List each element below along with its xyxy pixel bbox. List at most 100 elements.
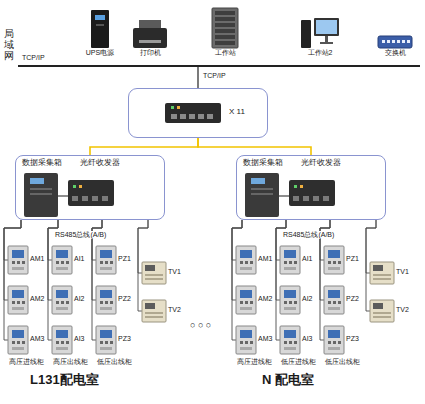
meter-node: AM3 [236,326,273,354]
icon-part [324,326,344,354]
meter-cabinet-icon [280,326,300,354]
icon-part [171,114,177,119]
icon-part [91,10,109,48]
node-label: AM1 [30,255,44,263]
icon-part [61,301,64,304]
icon-part [105,301,108,304]
node-label: PZ1 [346,255,359,263]
icon-part [284,347,296,350]
icon-part [301,20,311,48]
icon-part [52,286,72,314]
icon-part [338,301,341,304]
server-icon [212,8,238,48]
node-label: 数据采集箱 [243,158,283,168]
meter-node: AI3 [52,326,86,354]
icon-part [100,307,112,310]
node-label: 工作站 [215,49,236,57]
printer-icon [133,20,167,48]
icon-part [328,301,331,304]
meter-node: AI1 [280,246,314,274]
temperature-device-icon [142,262,166,284]
icon-part [139,40,161,43]
icon-part [392,40,395,43]
node-label: AI2 [74,295,85,303]
fiber-link [90,138,198,155]
icon-part [370,262,394,284]
icon-part [284,261,287,264]
tv-node: TV2 [142,300,182,322]
icon-part [56,250,68,258]
icon-part [139,20,161,29]
text-label: L131配电室 [30,372,99,388]
icon-part [313,196,319,201]
node-label: PZ2 [118,295,131,303]
icon-part [96,24,104,26]
fiber-switch-icon [165,101,221,125]
icon-part [314,18,339,36]
icon-part [56,341,59,344]
text-label: RS485总线(A/B) [54,231,107,239]
icon-part [56,330,68,338]
icon-part [68,180,114,206]
meter-node: PZ2 [96,286,132,314]
icon-part [328,290,340,298]
icon-part [240,290,252,298]
icon-part [100,250,112,258]
icon-part [110,341,113,344]
icon-part [280,246,300,274]
icon-part [100,290,112,298]
icon-part [328,341,331,344]
top-node: 工作站2 [300,16,340,59]
icon-part [56,261,59,264]
tv-node: TV1 [142,262,182,284]
icon-part [72,196,78,201]
icon-part [24,173,58,217]
icon-part [8,286,28,314]
node-label: AM2 [30,295,44,303]
node-label: 光纤收发器 [80,158,120,168]
icon-part [100,347,112,350]
tv-node: TV1 [370,262,410,284]
icon-part [328,330,340,338]
icon-part [215,29,235,33]
icon-part [52,246,72,274]
icon-part [236,286,256,314]
meter-cabinet-icon [280,286,300,314]
icon-part [30,178,44,184]
icon-part [373,274,391,276]
icon-part [96,326,116,354]
icon-part [284,290,296,298]
node-label: AI3 [74,335,85,343]
node-label: AM2 [258,295,272,303]
icon-part [328,347,340,350]
icon-part [324,286,344,314]
icon-part [56,301,59,304]
icon-part [284,301,287,304]
icon-part [100,330,112,338]
ups-icon [91,10,109,48]
icon-part [96,286,116,314]
icon-part [66,301,69,304]
icon-part [105,261,108,264]
icon-part [212,8,238,48]
text-label: 低压出线柜 [325,358,360,366]
icon-part [333,261,336,264]
icon-part [100,301,103,304]
icon-part [320,42,333,44]
node-label: 工作站2 [308,49,333,57]
icon-part [177,106,180,109]
icon-part [373,312,391,314]
icon-part [333,301,336,304]
icon-part [236,326,256,354]
icon-part [294,261,297,264]
icon-part [100,261,103,264]
temperature-device-icon [370,262,394,284]
text-label: 高压进线柜 [237,358,272,366]
icon-part [280,326,300,354]
icon-part [145,278,163,280]
icon-part [402,40,405,43]
icon-part [373,278,391,280]
icon-part [325,36,328,42]
meter-cabinet-icon [52,286,72,314]
